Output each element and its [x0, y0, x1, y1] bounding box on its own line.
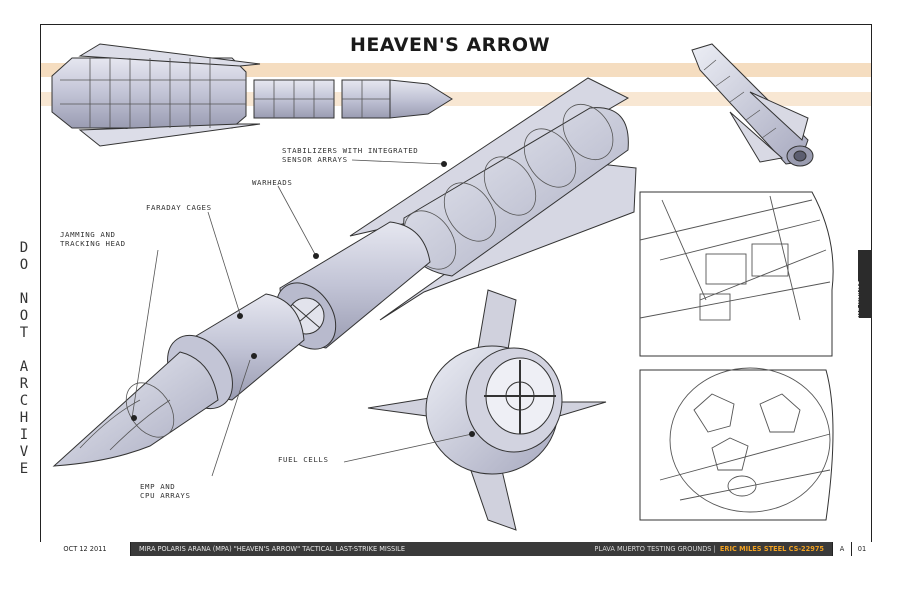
interior-detail-panels — [639, 191, 834, 521]
revision-letter: A — [832, 542, 851, 556]
callout-emp-cpu: EMP AND CPU ARRAYS — [140, 482, 191, 500]
page-number: 01 — [851, 542, 872, 556]
callout-stabilizers: STABILIZERS WITH INTEGRATED SENSOR ARRAY… — [282, 146, 419, 164]
drawing-title: HEAVEN'S ARROW — [349, 34, 551, 56]
testing-grounds: PLAVA MUERTO TESTING GROUNDS | — [594, 545, 716, 553]
drawing-date: OCT 12 2011 — [40, 542, 131, 556]
designation-text: MIRA POLARIS ARANA (MPA) "HEAVEN'S ARROW… — [139, 545, 406, 553]
callout-dots — [131, 161, 475, 437]
accent-stripe-bottom — [40, 92, 872, 106]
title-bar: MIRA POLARIS ARANA (MPA) "HEAVEN'S ARROW… — [131, 542, 832, 556]
engineer-name: ERIC MILES STEEL CS-22975 — [719, 545, 824, 553]
callout-warheads: WARHEADS — [252, 178, 293, 187]
callout-leaders — [131, 159, 473, 477]
isometric-thumbnail — [691, 43, 814, 167]
title-block: OCT 12 2011 MIRA POLARIS ARANA (MPA) "HE… — [40, 542, 872, 556]
side-elevation-view — [51, 43, 453, 147]
accent-stripe-top — [40, 63, 872, 77]
review-only-tab — [858, 250, 872, 318]
callout-fuel-cells: FUEL CELLS — [278, 455, 329, 464]
callout-jamming-head: JAMMING AND TRACKING HEAD — [60, 230, 126, 248]
rear-view — [367, 289, 607, 531]
main-missile-cutaway — [52, 77, 637, 467]
review-only-label: REVIEW ONLY — [853, 281, 859, 323]
location-text: PLAVA MUERTO TESTING GROUNDS | ERIC MILE… — [594, 545, 824, 553]
callout-faraday-cages: FARADAY CAGES — [146, 203, 212, 212]
